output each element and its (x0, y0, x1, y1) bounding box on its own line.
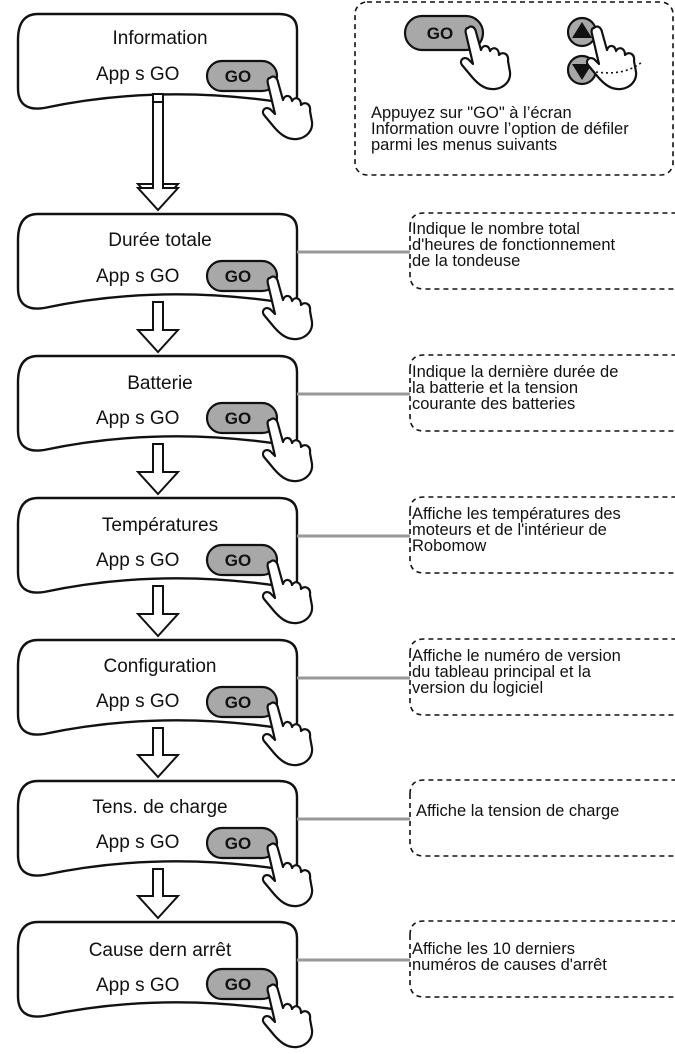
description-box (409, 779, 675, 857)
description-box (409, 920, 675, 998)
screen-title-temperatures: Températures (101, 515, 219, 536)
screen-title-batterie: Batterie (127, 373, 193, 394)
go-button (205, 59, 279, 93)
screen-prompt: App s GO (96, 975, 180, 996)
flow-arrow (135, 301, 181, 354)
hand-pointer-icon (261, 983, 314, 1049)
screen-title-cause-dern-arret: Cause dern arrêt (88, 940, 232, 961)
screen-title-configuration: Configuration (103, 656, 217, 677)
description-cause-dern-arret: Affiche les 10 derniers numéros de cause… (412, 940, 607, 974)
hand-pointer-icon (261, 701, 314, 767)
go-button-label: GO (225, 693, 251, 712)
hand-pointer-icon (261, 417, 314, 483)
flow-arrow (135, 727, 181, 779)
screen-prompt: App s GO (96, 832, 180, 853)
go-button-label: GO (225, 267, 251, 286)
go-button (205, 401, 279, 435)
screen-title-information: Information (112, 28, 208, 49)
go-button-label: GO (225, 409, 251, 428)
go-button-label: GO (427, 24, 453, 43)
flow-arrow (135, 585, 181, 638)
hint-text: Appuyez sur "GO" à l’écran Information o… (371, 104, 629, 154)
go-button-label: GO (225, 834, 251, 853)
down-arrow-icon (572, 64, 592, 80)
description-box (409, 212, 675, 290)
hand-pointer-icon (261, 275, 314, 341)
screen-prompt: App s GO (96, 550, 180, 571)
hand-pointer-icon (261, 842, 314, 908)
go-button-label: GO (225, 975, 251, 994)
description-box (409, 496, 675, 574)
hand-pointer-icon (261, 559, 314, 625)
go-button (205, 826, 279, 860)
screen-title-duree-totale: Durée totale (108, 230, 212, 251)
hand-pointer-icon (459, 25, 512, 91)
go-button (205, 543, 279, 577)
description-box (409, 638, 675, 716)
description-configuration: Affiche le numéro de version du tableau … (412, 647, 621, 697)
description-box (409, 354, 675, 432)
flow-arrow (135, 101, 181, 212)
description-tension-de-charge: Affiche la tension de charge (416, 802, 620, 820)
hand-pointer-icon (261, 75, 314, 141)
dotted-motion-line (595, 61, 643, 74)
go-button-label: GO (225, 551, 251, 570)
hint-box (354, 1, 674, 176)
screen-title-tension-de-charge: Tens. de charge (92, 797, 228, 818)
screen-prompt: App s GO (96, 266, 180, 287)
go-button (403, 14, 485, 52)
description-duree-totale: Indique le nombre total d'heures de fonc… (412, 220, 616, 270)
hand-pointer-icon (585, 25, 638, 91)
up-arrow-icon (572, 22, 592, 38)
description-batterie: Indique la dernière durée de la batterie… (412, 363, 619, 413)
go-button (205, 259, 279, 293)
go-button-label: GO (225, 67, 251, 86)
go-button (205, 685, 279, 719)
screen-prompt: App s GO (96, 64, 180, 85)
screen-prompt: App s GO (96, 408, 180, 429)
flow-arrow (135, 868, 181, 920)
flow-arrow (135, 443, 181, 496)
screen-prompt: App s GO (96, 691, 180, 712)
description-temperatures: Affiche les températures des moteurs et … (412, 505, 621, 555)
go-button (205, 967, 279, 1001)
